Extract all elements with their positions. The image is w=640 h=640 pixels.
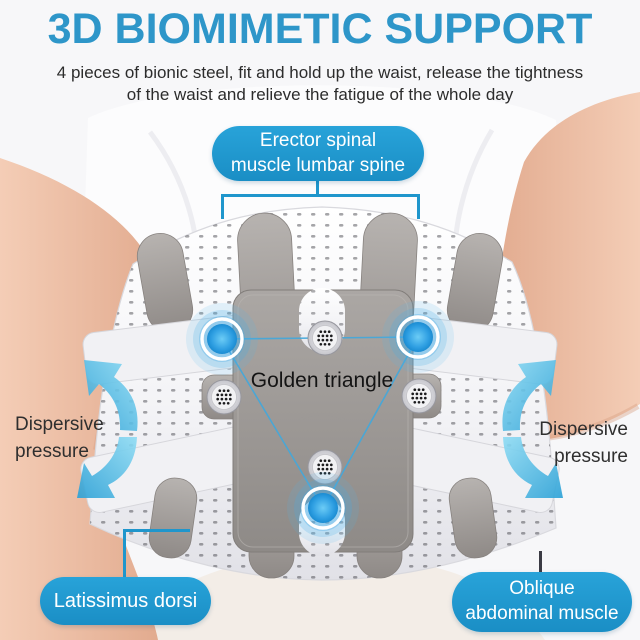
subtitle-line: of the waist and relieve the fatigue of …: [126, 85, 514, 105]
callout-text: Erector spinal: [259, 129, 377, 151]
callout-text: Oblique: [509, 578, 575, 600]
callout-connector-latissimus: [123, 529, 190, 581]
panel-emboss: [299, 413, 345, 421]
subtitle: 4 pieces of bionic steel, fit and hold u…: [0, 62, 640, 106]
callout-text: abdominal muscle: [465, 603, 619, 624]
support-point-glow-icon: [380, 299, 456, 375]
label-line: pressure: [15, 440, 89, 462]
support-point-glow-icon: [285, 470, 361, 546]
subtitle-line: 4 pieces of bionic steel, fit and hold u…: [56, 63, 584, 82]
support-point-glow-icon: [184, 301, 260, 377]
callout-connector-oblique: [539, 551, 542, 573]
label-line: Dispersive: [15, 414, 104, 435]
callout-erector-spinal: Erector spinal muscle lumbar spine: [212, 126, 424, 181]
pants: [120, 556, 545, 640]
page-title: 3D BIOMIMETIC SUPPORT: [47, 5, 593, 53]
steel-pad: [148, 477, 198, 559]
callout-bracket-erector: [221, 194, 420, 219]
callout-connector-erector: [316, 178, 319, 195]
golden-triangle-overlay: [184, 299, 456, 546]
label-dispersive-left: Dispersive pressure: [15, 412, 104, 465]
label-line: Dispersive: [539, 419, 628, 440]
left-arm: [0, 158, 158, 640]
callout-oblique: Oblique abdominal muscle: [452, 572, 632, 632]
steel-pad: [448, 477, 498, 559]
label-golden-triangle: Golden triangle: [250, 369, 394, 392]
callout-latissimus: Latissimus dorsi: [40, 577, 211, 625]
callout-text: muscle lumbar spine: [230, 154, 406, 176]
label-line: pressure: [554, 445, 628, 467]
vent-icon: [307, 320, 343, 356]
label-dispersive-right: Dispersive pressure: [539, 417, 628, 470]
